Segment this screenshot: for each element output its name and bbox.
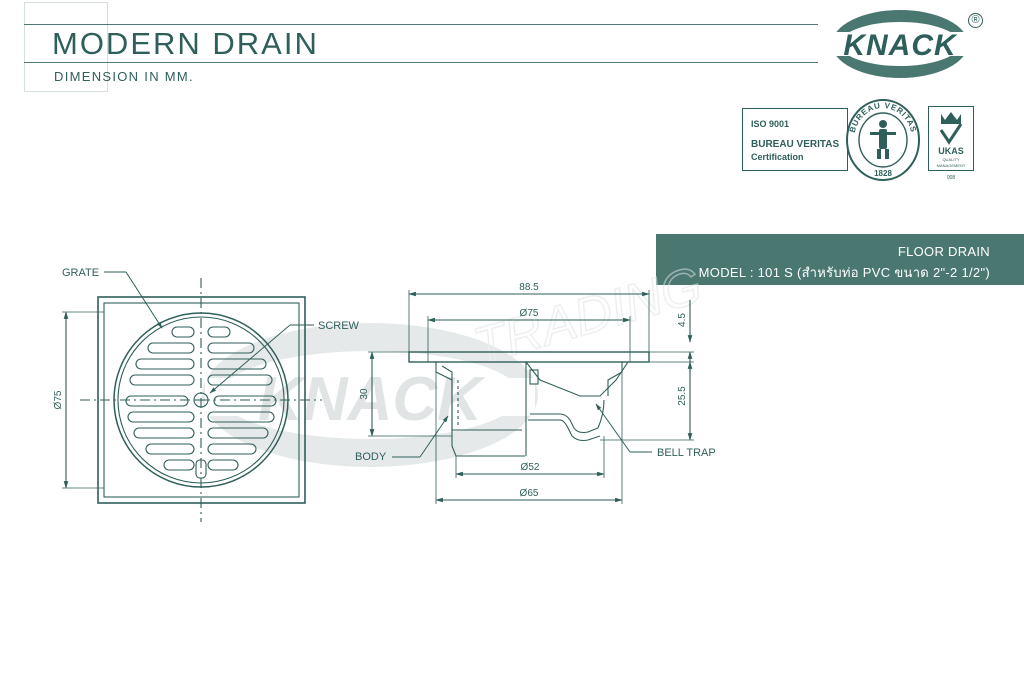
- ukas-sub2: MANAGEMENT: [937, 163, 966, 168]
- ukas-badge: UKAS QUALITY MANAGEMENT 008: [928, 106, 974, 181]
- model-banner: FLOOR DRAIN MODEL : 101 S (สำหรับท่อ PVC…: [656, 234, 1024, 285]
- ukas-sub1: QUALITY: [942, 157, 959, 162]
- iso-certificate-box: ISO 9001 BUREAU VERITAS Certification: [742, 108, 848, 171]
- iso-standard: ISO 9001: [751, 119, 790, 129]
- title-rule-top: [24, 24, 818, 25]
- product-category: FLOOR DRAIN: [897, 244, 990, 259]
- bell-trap-label: BELL TRAP: [657, 447, 716, 459]
- dim-total-height: 30: [359, 388, 370, 400]
- watermark-trading: TRADING: [467, 256, 708, 376]
- grate-label: GRATE: [62, 267, 99, 279]
- knack-logo: KNACK: [832, 10, 968, 78]
- plan-view: [62, 278, 322, 522]
- iso-body: BUREAU VERITAS: [751, 139, 840, 150]
- checkmark-icon: [939, 123, 963, 145]
- title-frame: [24, 2, 108, 92]
- grate-tab: [195, 459, 207, 479]
- section-view: [368, 290, 694, 504]
- title-rule-bottom: [24, 62, 818, 63]
- product-model: MODEL : 101 S (สำหรับท่อ PVC ขนาด 2"-2 1…: [698, 265, 990, 280]
- dim-body-diameter: Ø52: [521, 462, 540, 473]
- screw-head: [193, 392, 209, 408]
- ukas-number: 008: [947, 175, 956, 181]
- page-title: MODERN DRAIN: [52, 26, 319, 61]
- crown-icon: [941, 112, 961, 124]
- ukas-label: UKAS: [938, 146, 964, 156]
- logo-text: KNACK: [843, 29, 958, 62]
- iso-type: Certification: [751, 152, 804, 162]
- body-label: BODY: [355, 451, 387, 463]
- dim-inner-diameter: Ø75: [520, 308, 539, 319]
- dim-plan-diameter: Ø75: [53, 390, 64, 409]
- leader-lines: [104, 271, 652, 458]
- seal-year: 1828: [874, 169, 892, 178]
- bureau-veritas-seal: BUREAU VERITAS 1828: [846, 99, 920, 181]
- dim-top-height: 4.5: [677, 313, 688, 327]
- page-subtitle: DIMENSION IN MM.: [54, 69, 194, 84]
- grate-slots-right: [207, 326, 277, 471]
- dim-top-width: 88.5: [519, 282, 539, 293]
- screw-label: SCREW: [318, 320, 360, 332]
- figure-icon: [870, 120, 896, 159]
- dim-trap-height: 25.5: [677, 386, 688, 406]
- dim-outer-diameter: Ø65: [520, 488, 539, 499]
- registered-mark: ®: [968, 13, 983, 28]
- grate-slots-left: [125, 326, 195, 471]
